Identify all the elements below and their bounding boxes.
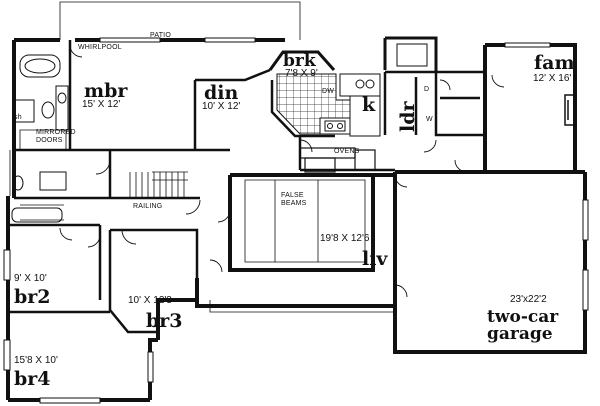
windows (3, 37, 589, 404)
laundry-bumpout (383, 36, 438, 72)
liv-dimensions: 19'8 X 12'6 (320, 233, 370, 244)
garage-label-line1: two-car (487, 307, 559, 327)
kitchen-counters (319, 73, 381, 137)
br2-label: br2 (14, 286, 51, 308)
br4-label: br4 (14, 368, 51, 390)
garage-label-line2: garage (487, 324, 553, 344)
railing-label: RAILING (133, 203, 163, 210)
door-swings (59, 44, 505, 298)
brk-dimensions: 7'8 X 9' (285, 68, 318, 79)
br3-dimensions: 10' X 12'3 (128, 295, 172, 306)
garage-dimensions: 23'x22'2 (510, 294, 547, 305)
patio-label: PATIO (150, 32, 171, 39)
hall-bath-fixtures (11, 171, 67, 223)
br3-label: br3 (146, 310, 183, 332)
false-beams-line2: BEAMS (281, 200, 307, 207)
din-dimensions: 10' X 12' (202, 101, 241, 112)
interior-walls (6, 40, 485, 334)
k-label: k (362, 94, 376, 116)
patio-outline (59, 1, 301, 40)
din-label: din (204, 82, 239, 104)
fireplace (564, 94, 575, 126)
false-beams-line1: FALSE (281, 192, 304, 199)
mbr-label: mbr (84, 80, 128, 102)
mirrored-doors-line2: DOORS (36, 137, 63, 144)
mbr-dimensions: 15' X 12' (82, 99, 121, 110)
ldr-label: ldr (397, 101, 419, 132)
breakfast-bay (268, 50, 336, 71)
washer-label: W (426, 116, 433, 123)
br2-dimensions: 9' X 10' (14, 273, 47, 284)
whirlpool-label: WHIRLPOOL (78, 44, 122, 51)
fam-dimensions: 12' X 16' (533, 73, 572, 84)
dishwasher-label: DW (322, 88, 335, 95)
stairs (129, 172, 185, 198)
br4-dimensions: 15'8 X 10' (14, 355, 58, 366)
shower-label: sh (14, 114, 22, 121)
ovens-label: OVENS (334, 148, 360, 155)
liv-label: liv (362, 248, 388, 270)
detail-lines (9, 129, 396, 313)
mirrored-doors-line1: MIRRORED (36, 129, 76, 136)
ovens-block (299, 147, 376, 173)
dryer-label: D (424, 86, 430, 93)
brk-label: brk (283, 51, 316, 71)
master-bath-fixtures (13, 54, 69, 131)
fam-label: fam (534, 52, 575, 74)
